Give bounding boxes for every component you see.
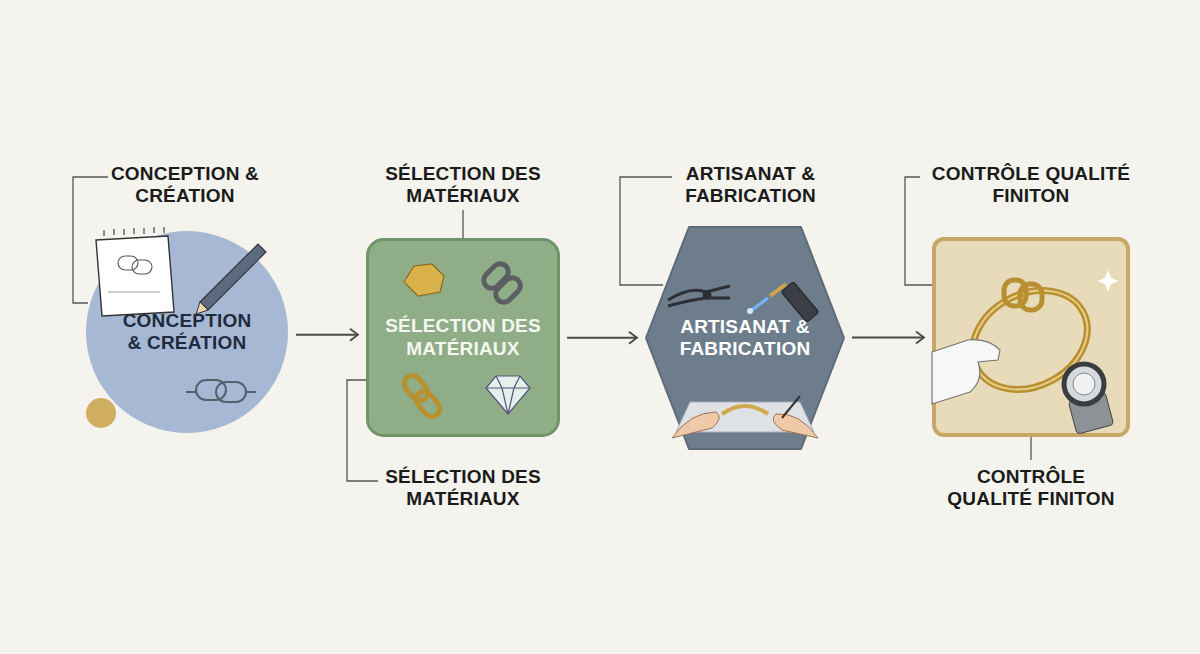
inner-wrap: SÉLECTION DES MATÉRIAUX [366,238,560,437]
step-heading: SÉLECTION DES MATÉRIAUX [383,163,543,208]
step-label: SÉLECTION DES MATÉRIAUX [380,315,546,360]
inner-wrap: ARTISANAT & FABRICATION [645,226,845,450]
flow-arrow [567,337,637,339]
step-label: ARTISANAT & FABRICATION [675,316,815,361]
node-shape [86,231,288,433]
node-outline [932,237,1130,437]
step-heading: SÉLECTION DES MATÉRIAUX [383,466,543,511]
node-shape [646,227,844,449]
step-heading: CONTRÔLE QUALITÉ FINITON [920,163,1142,208]
step-heading: CONTRÔLE QUALITÉ FINITON [938,466,1124,511]
inner-wrap: CONCEPTION & CRÉATION [85,230,289,434]
gold-dot [86,398,116,428]
node-shape [368,240,559,436]
flow-arrow [852,337,924,339]
process-step: SÉLECTION DES MATÉRIAUXSÉLECTION DES MAT… [366,238,560,437]
step-label: CONCEPTION & CRÉATION [121,310,253,355]
flow-arrow [296,334,358,336]
process-step: CONCEPTION & CRÉATIONCONCEPTION & CRÉATI… [85,230,289,434]
step-heading: CONCEPTION & CRÉATION [100,163,270,208]
leader-lines [73,177,1031,481]
node-shape [934,239,1128,435]
process-step: ARTISANAT & FABRICATIONARTISANAT & FABRI… [645,226,845,450]
process-step: CONTRÔLE QUALITÉ FINITONCONTRÔLE QUALITÉ… [932,237,1130,437]
step-heading: ARTISANAT & FABRICATION [668,163,833,208]
